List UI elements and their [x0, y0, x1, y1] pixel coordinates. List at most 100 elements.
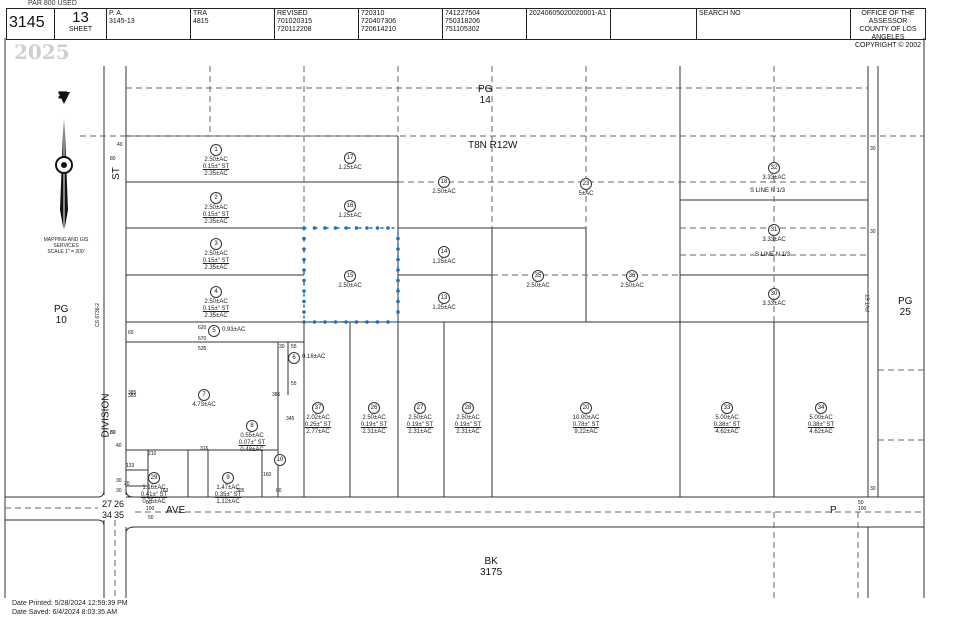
caption-line: SERVICES: [53, 243, 79, 249]
parcel-area-line: 1.25±AC: [432, 259, 456, 265]
parcel-number[interactable]: 17: [344, 152, 356, 164]
parcel-area-line: 0.93±AC: [222, 327, 246, 333]
boundary-marker: [302, 278, 306, 283]
section-corner: 35: [114, 510, 125, 520]
parcel-number[interactable]: 18: [438, 176, 450, 188]
parcel-number[interactable]: 15: [344, 270, 356, 282]
parcel-area-line: 2.35±AC: [204, 171, 228, 177]
pa-label: P. A.: [109, 10, 123, 17]
parcel-number[interactable]: 6: [288, 352, 300, 364]
boundary-marker: [354, 320, 359, 324]
pg-number: 14: [479, 95, 491, 106]
parcel-number[interactable]: 13: [438, 292, 450, 304]
parcel-number[interactable]: 27: [414, 402, 426, 414]
parcel-number[interactable]: 32: [768, 162, 780, 174]
office-line: OFFICE OF THE ASSESSOR: [861, 10, 915, 25]
parcel-area-line: 1.47±AC: [216, 485, 240, 491]
parcel-area-line: 0.38±" ST: [807, 422, 835, 428]
parcel-number[interactable]: 1: [210, 144, 222, 156]
parcel-area-line: 2.35±AC: [204, 219, 228, 225]
parcel-number[interactable]: 31: [768, 224, 780, 236]
section-line-label: S LINE N 1/3: [750, 188, 786, 194]
parcel-number[interactable]: 3: [210, 238, 222, 250]
boundary-marker: [302, 320, 306, 324]
boundary-marker: [396, 268, 400, 272]
parcel-number[interactable]: 37: [312, 402, 324, 414]
parcel-number[interactable]: 16: [344, 200, 356, 212]
dimension-label: 385: [128, 390, 137, 396]
parcel-area: 1.25±AC: [422, 259, 466, 266]
parcel-number[interactable]: 20: [580, 402, 592, 414]
parcel-area-line: 2.50±AC: [338, 283, 362, 289]
parcel-area: 2.50±AC: [328, 283, 372, 290]
parcel-number[interactable]: 30: [768, 288, 780, 300]
boundary-marker: [302, 310, 306, 314]
parcel-number[interactable]: 33: [721, 402, 733, 414]
page-number: 13: [72, 9, 89, 26]
parcel-number[interactable]: 23: [580, 178, 592, 190]
parcel-area-line: 2.50±AC: [432, 189, 456, 195]
parcel-area-line: 1.12±AC: [216, 499, 240, 505]
boundary-marker: [396, 257, 400, 262]
parcel-area: 2.50±AC: [422, 189, 466, 196]
boundary-marker: [344, 320, 348, 324]
parcel-area-line: 4.73±AC: [192, 402, 216, 408]
tra-label: TRA: [193, 10, 207, 17]
parcel-number[interactable]: 8: [246, 420, 258, 432]
parcel-area-line: 9.22±AC: [574, 429, 598, 435]
boundary-marker: [396, 236, 400, 241]
parcel-area-line: 2.50±AC: [526, 283, 550, 289]
tra-cell: TRA 4815: [191, 9, 275, 39]
revised-cell-3: 741227504 750318206 751105302: [443, 9, 527, 39]
parcel-number[interactable]: 7: [198, 389, 210, 401]
parcel-number[interactable]: 36: [626, 270, 638, 282]
parcel-number[interactable]: 26: [368, 402, 380, 414]
boundary-marker: [396, 310, 400, 314]
parcel-number[interactable]: 9: [222, 472, 234, 484]
parcel-number[interactable]: 29: [148, 472, 160, 484]
parcel-area-line: 0.07±" ST: [238, 440, 266, 446]
book-number: 3145: [9, 14, 45, 31]
dimension-label: 133: [126, 463, 135, 469]
dimension-label: 160: [263, 472, 272, 478]
parcel-area: 5±AC: [564, 191, 608, 198]
dimension-label: 80: [110, 156, 116, 162]
parcel-number[interactable]: 34: [815, 402, 827, 414]
parcel-area: 3.33±AC: [752, 175, 796, 182]
parcel-number[interactable]: 4: [210, 286, 222, 298]
dimension-label: 620: [198, 325, 207, 331]
section-corner: 26: [114, 499, 125, 509]
pg10-ref: PG 10: [54, 304, 68, 326]
parcel-area-line: 0.15±" ST: [202, 306, 230, 312]
parcel-number[interactable]: 28: [462, 402, 474, 414]
section-line-label: S LINE N 1/3: [755, 252, 791, 258]
parcel-area-line: 0.75±AC: [142, 499, 166, 505]
boundary-marker: [323, 226, 327, 230]
parcel-area-line: 0.25±" ST: [304, 422, 332, 428]
pg-number: 10: [55, 315, 67, 326]
dimension-label: 60: [276, 488, 282, 494]
dimension-label: 50: [858, 500, 864, 506]
parcel-number[interactable]: 2: [210, 192, 222, 204]
pg-number: 25: [899, 307, 911, 318]
revised-cell-2: 720310 720407306 720614210: [359, 9, 443, 39]
bk3175-ref: BK 3175: [480, 556, 502, 578]
parcel-number[interactable]: 14: [438, 246, 450, 258]
parcel-area-line: 1.25±AC: [432, 305, 456, 311]
parcel-area-line: 2.50±AC: [204, 157, 228, 163]
parcel-number[interactable]: 35: [532, 270, 544, 282]
parcel-area-line: 1.25±AC: [338, 165, 362, 171]
pa-cell: P. A. 3145-13: [107, 9, 191, 39]
parcel-number[interactable]: 5: [208, 325, 220, 337]
parcel-area-line: 0.48±AC: [240, 447, 264, 453]
parcel-area: 2.50±AC: [516, 283, 560, 290]
boundary-marker: [396, 289, 400, 293]
parcel-number[interactable]: 10: [274, 454, 286, 466]
